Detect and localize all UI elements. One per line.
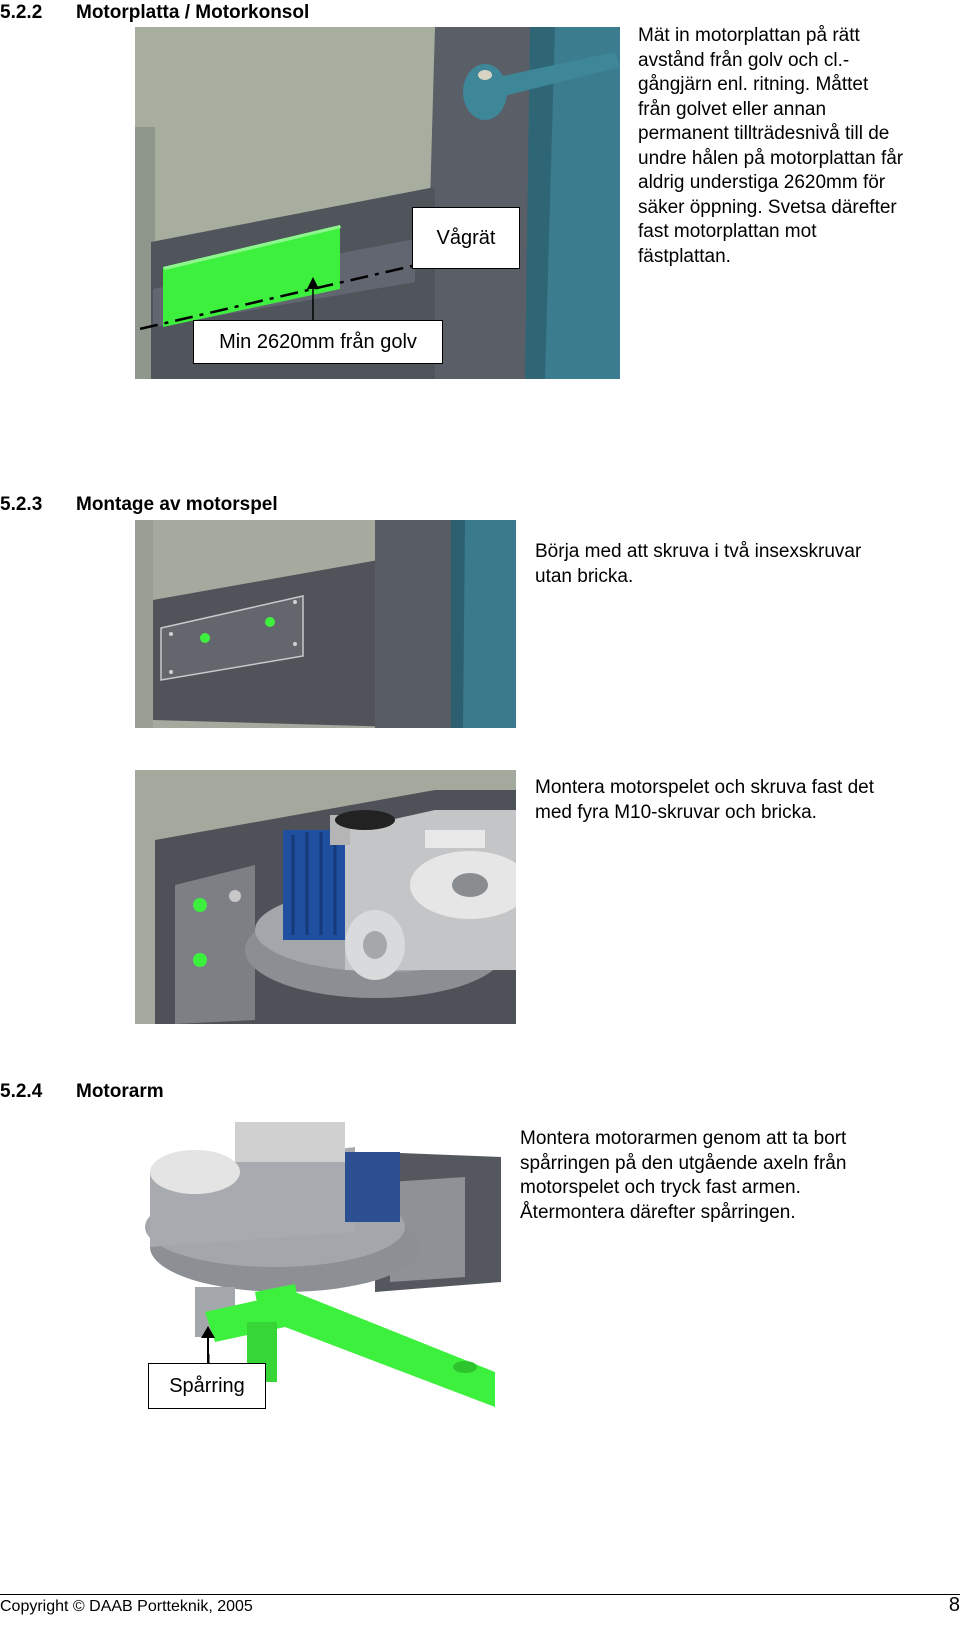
- callout-arrow-circlip: [207, 1330, 209, 1364]
- paragraph-motor-unit: Montera motorspelet och skruva fast det …: [535, 777, 874, 823]
- footer-copyright: Copyright © DAAB Portteknik, 2005: [0, 1598, 253, 1615]
- section-number-523: 5.2.3: [0, 494, 43, 515]
- callout-min-height: Min 2620mm från golv: [193, 320, 443, 364]
- section-number-524: 5.2.4: [0, 1081, 43, 1102]
- figure-motor-plate: [135, 27, 620, 379]
- figure-bolts: [135, 520, 516, 728]
- paragraph-motor-arm: Montera motorarmen genom att ta bort spå…: [520, 1128, 847, 1223]
- paragraph-motor-plate: Mät in motorplattan på rätt avstånd från…: [638, 25, 904, 267]
- footer-divider: [0, 1594, 960, 1595]
- callout-circlip: Spårring: [148, 1363, 266, 1409]
- page-number: 8: [948, 1594, 960, 1616]
- section-number-522: 5.2.2: [0, 2, 43, 23]
- callout-horizontal: Vågrät: [412, 207, 520, 269]
- arrow-head-icon: [201, 1326, 215, 1338]
- paragraph-bolts: Börja med att skruva i två insexskruvar …: [535, 541, 862, 587]
- section-title-montage: Montage av motorspel: [76, 494, 278, 515]
- figure-motor-unit: [135, 770, 516, 1024]
- section-title-motorarm: Motorarm: [76, 1081, 164, 1102]
- section-title-motorplatta: Motorplatta / Motorkonsol: [76, 2, 310, 23]
